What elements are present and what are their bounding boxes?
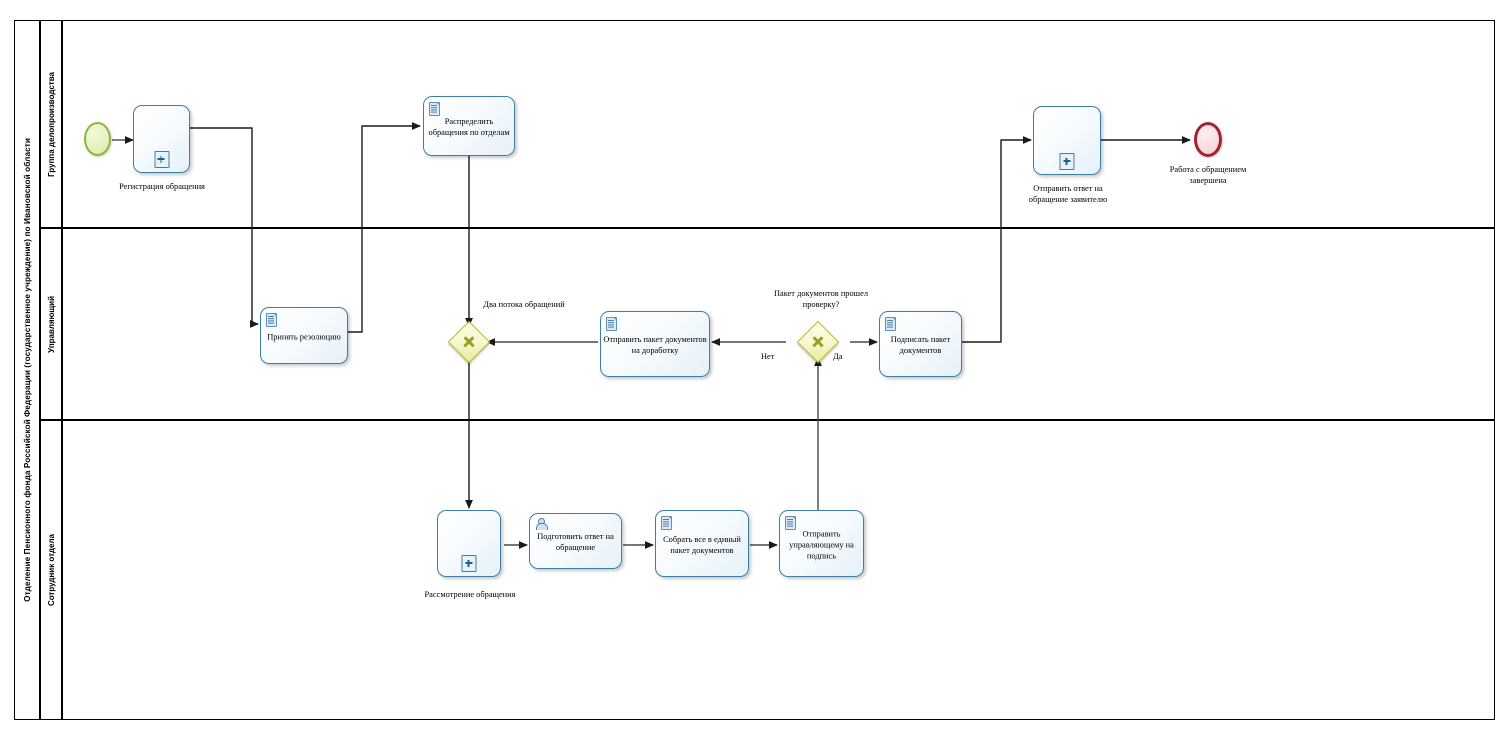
lane-label-manager: Управляющий <box>46 295 56 353</box>
lane-header-records: Группа делопроизводства <box>40 20 62 228</box>
gateway-document-check-label: Пакет документов прошел проверку? <box>773 289 869 309</box>
lane-body-staff <box>62 420 1495 720</box>
task-sign-package-label: Подписать пакет документов <box>890 335 951 356</box>
document-icon <box>785 516 796 530</box>
document-icon <box>606 317 617 331</box>
task-accept-resolution[interactable]: Принять резолюцию <box>260 307 348 364</box>
task-distribute-requests-label: Распределить обращения по отделам <box>428 117 510 138</box>
task-registration[interactable] <box>133 105 190 173</box>
lane-header-manager: Управляющий <box>40 228 62 420</box>
lane-label-records: Группа делопроизводства <box>46 71 56 177</box>
lane-body-records <box>62 20 1495 228</box>
subprocess-plus-icon <box>461 555 477 572</box>
task-send-rework-label: Отправить пакет документов на доработку <box>603 335 707 356</box>
pool-name: Отделение Пенсионного фонда Российской Ф… <box>22 138 32 602</box>
task-send-answer[interactable] <box>1033 106 1101 175</box>
document-icon <box>885 317 896 331</box>
task-send-for-signature[interactable]: Отправить управляющему на подпись <box>779 510 864 577</box>
document-icon <box>429 102 440 116</box>
gateway-merge-flows-label: Два потока обращений <box>483 300 565 309</box>
document-icon <box>661 516 672 530</box>
start-event[interactable] <box>84 122 111 156</box>
end-event-label: Работа с обращением завершена <box>1169 165 1247 185</box>
task-distribute-requests[interactable]: Распределить обращения по отделам <box>423 96 515 156</box>
task-collect-package-label: Собрать все в единый пакет документов <box>663 534 741 555</box>
subprocess-plus-icon <box>154 151 169 168</box>
flow-label-no: Нет <box>761 352 775 361</box>
task-registration-label: Регистрация обращения <box>119 182 205 191</box>
task-collect-package[interactable]: Собрать все в единый пакет документов <box>655 510 749 577</box>
lane-header-staff: Сотрудник отдела <box>40 420 62 720</box>
task-send-for-signature-label: Отправить управляющему на подпись <box>789 529 854 561</box>
pool-header-title: Отделение Пенсионного фонда Российской Ф… <box>14 20 40 720</box>
task-send-rework[interactable]: Отправить пакет документов на доработку <box>600 311 710 377</box>
document-icon <box>266 313 277 327</box>
user-icon <box>535 518 548 531</box>
task-prepare-answer-label: Подготовить ответ на обращение <box>537 532 614 553</box>
end-event[interactable] <box>1194 122 1222 157</box>
lane-label-staff: Сотрудник отдела <box>46 533 56 607</box>
task-prepare-answer[interactable]: Подготовить ответ на обращение <box>529 513 622 569</box>
flow-label-yes: Да <box>833 352 843 361</box>
task-review-request-label: Рассмотрение обращения <box>424 590 516 599</box>
task-accept-resolution-label: Принять резолюцию <box>267 332 341 342</box>
subprocess-plus-icon <box>1059 153 1075 170</box>
task-send-answer-label: Отправить ответ на обращение заявителю <box>1028 184 1108 204</box>
task-review-request[interactable] <box>437 510 501 577</box>
task-sign-package[interactable]: Подписать пакет документов <box>879 311 962 377</box>
